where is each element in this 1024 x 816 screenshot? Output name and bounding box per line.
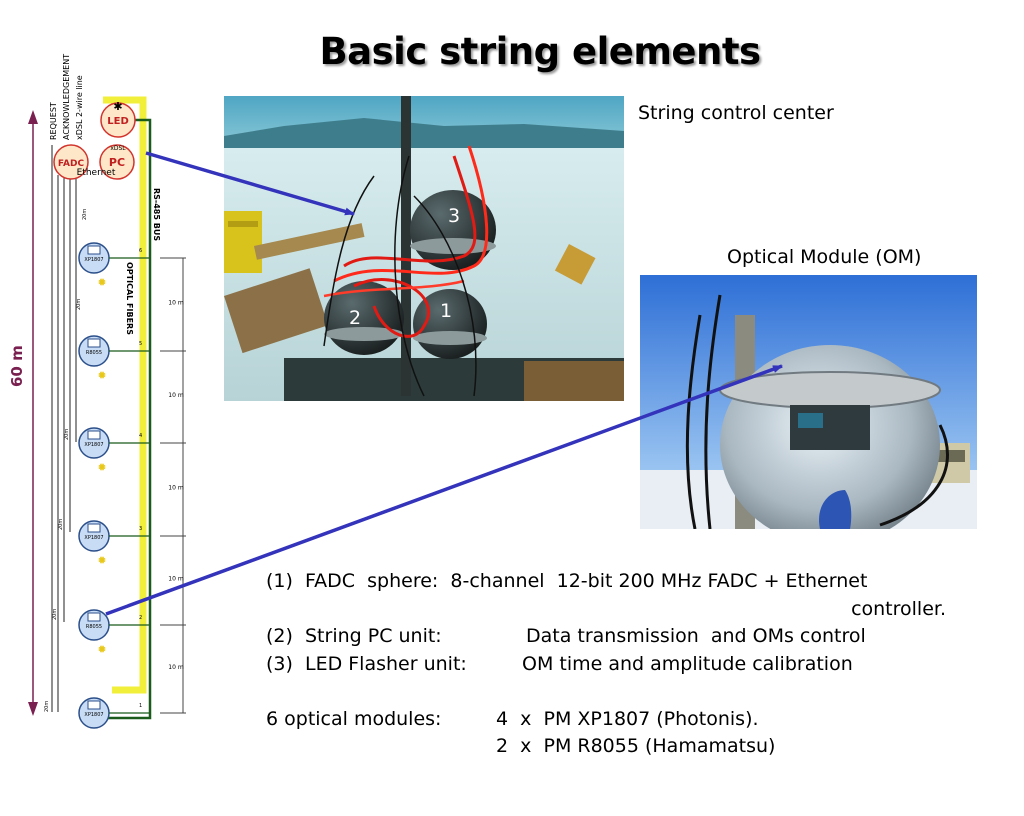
led-star-icon: ✹	[97, 643, 106, 656]
rs485-label: RS-485 BUS	[152, 188, 161, 241]
optical-module-node: XP1807 1	[78, 697, 150, 729]
description-line-1b: controller.	[266, 596, 946, 624]
fadc-description: (1) FADC sphere: 8-channel 12-bit 200 MH…	[266, 570, 868, 592]
cable-length-label: 20m	[76, 299, 82, 310]
spacing-label: 10 m	[168, 392, 184, 399]
pc-node	[99, 144, 135, 180]
fadc-description-cont: controller.	[851, 597, 946, 620]
request-label: REQUEST	[49, 102, 58, 140]
fadc-node	[53, 144, 89, 180]
string-control-center-caption: String control center	[638, 102, 834, 124]
string-control-center-photo: 3 2 1	[224, 96, 624, 401]
description-line-1: (1) FADC sphere: 8-channel 12-bit 200 MH…	[266, 568, 946, 596]
module-housing	[87, 430, 101, 440]
module-number: 3	[139, 526, 142, 532]
cable-length-label: 20m	[52, 609, 58, 620]
ethernet-label: Ethernet	[77, 168, 116, 178]
module-to-om-photo-arrow	[105, 364, 783, 616]
photo-label-1: 1	[440, 300, 452, 322]
optical-module-node: XP1807 6 ✹	[78, 242, 150, 289]
module-housing	[87, 523, 101, 533]
module-housing	[87, 700, 101, 710]
star-icon: ✱	[113, 100, 122, 113]
led-star-icon: ✹	[97, 461, 106, 474]
rs485-bus-line	[100, 118, 152, 720]
cable-length-label: 20m	[82, 209, 88, 220]
module-number: 6	[139, 248, 142, 254]
description-block: (1) FADC sphere: 8-channel 12-bit 200 MH…	[266, 568, 946, 761]
description-line-3: (3) LED Flasher unit: OM time and amplit…	[266, 651, 946, 679]
optical-module-caption: Optical Module (OM)	[727, 246, 922, 268]
module-type-label: R8055	[86, 624, 102, 630]
description-line-5: 2 x PM R8055 (Hamamatsu)	[266, 733, 946, 761]
led-flasher-label: (3) LED Flasher unit:	[266, 652, 467, 675]
led-flasher-value: OM time and amplitude calibration	[522, 652, 853, 675]
module-type-label: XP1807	[84, 535, 103, 541]
module-number: 1	[139, 703, 142, 709]
cable-length-label: 20m	[44, 701, 50, 712]
string-pc-value: Data transmission and OMs control	[526, 625, 866, 647]
spacing-label: 10 m	[168, 485, 184, 492]
description-line-4: 6 optical modules: 4 x PM XP1807 (Photon…	[266, 706, 946, 734]
led-star-icon: ✹	[97, 276, 106, 289]
module-type-label: XP1807	[84, 712, 103, 718]
photo-label-3: 3	[448, 205, 460, 227]
led-label: LED	[107, 116, 129, 127]
height-label: 60 m	[8, 345, 26, 387]
module-housing	[87, 612, 101, 622]
optical-modules-label: 6 optical modules:	[266, 707, 442, 730]
xdsl-label: xDSL	[110, 145, 126, 152]
optical-module-node: R8055 2 ✹	[78, 609, 150, 656]
module-housing	[87, 338, 101, 348]
optical-module-node: XP1807 4 ✹	[78, 427, 150, 474]
pc-to-photo-arrow	[145, 151, 355, 216]
optical-module-node: XP1807 3 ✹	[78, 520, 150, 567]
optical-module-photo	[640, 275, 977, 529]
led-star-icon: ✹	[97, 554, 106, 567]
string-diagram: 60 m REQUEST ACKNOWLEDGEMENT xDSL 2-wire…	[8, 54, 186, 729]
optical-fiber-line	[103, 96, 147, 694]
led-flasher-node	[100, 102, 136, 138]
xdsl-line-label: xDSL 2-wire line	[75, 75, 84, 140]
xp1807-count: 4 x PM XP1807 (Photonis).	[496, 707, 759, 730]
module-number: 5	[139, 341, 142, 347]
spacing-label: 10 m	[168, 576, 184, 583]
module-type-label: R8055	[86, 350, 102, 356]
cable-length-label: 20m	[64, 429, 70, 440]
optical-module-node: R8055 5 ✹	[78, 335, 150, 382]
optical-fibers-label: OPTICAL FIBERS	[125, 262, 134, 335]
spacing-label: 10 m	[168, 664, 184, 671]
arrows-overlay	[105, 151, 783, 616]
led-star-icon: ✹	[97, 369, 106, 382]
module-type-label: XP1807	[84, 257, 103, 263]
cable-length-label: 20m	[58, 519, 64, 530]
description-line-2: (2) String PC unit: Data transmission an…	[266, 623, 946, 651]
spacing-label: 10 m	[168, 300, 184, 307]
module-number: 2	[139, 615, 142, 621]
string-pc-label: (2) String PC unit:	[266, 625, 442, 647]
module-housing	[87, 245, 101, 255]
module-type-label: XP1807	[84, 442, 103, 448]
acknowledgement-label: ACKNOWLEDGEMENT	[62, 54, 71, 140]
page-title: Basic string elements	[319, 30, 761, 73]
module-number: 4	[139, 433, 142, 439]
pc-label: PC	[109, 156, 125, 169]
photo-label-2: 2	[349, 307, 361, 329]
r8055-count: 2 x PM R8055 (Hamamatsu)	[496, 735, 776, 757]
fadc-label: FADC	[58, 159, 85, 169]
